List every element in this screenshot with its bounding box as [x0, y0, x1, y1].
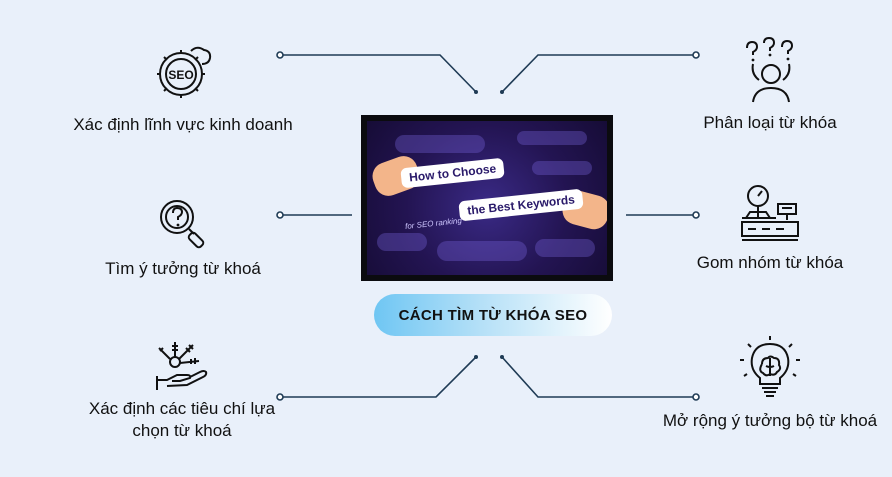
- center-title-text: CÁCH TÌM TỪ KHÓA SEO: [398, 306, 588, 324]
- hand-keys-icon: [60, 336, 304, 394]
- item-keyword-criteria: Xác định các tiêu chí lựa chọn từ khoá: [60, 336, 304, 442]
- item-business-field: SEO Xác định lĩnh vực kinh doanh: [50, 42, 316, 136]
- connector-left-bottom: [280, 356, 477, 398]
- item-expand-ideas: Mở rộng ý tưởng bộ từ khoá: [650, 336, 890, 432]
- thumbnail-artwork: How to Choose the Best Keywords for SEO …: [367, 121, 607, 275]
- center-thumbnail: How to Choose the Best Keywords for SEO …: [361, 115, 613, 281]
- thumbnail-title-line1: How to Choose: [400, 157, 506, 189]
- connector-right-top: [501, 54, 696, 93]
- item-label-line2: chọn từ khoá: [132, 421, 232, 440]
- confused-person-icon: [680, 36, 860, 104]
- scale-icon: [680, 182, 860, 246]
- lightbulb-brain-icon: [650, 336, 890, 400]
- center-title-badge: CÁCH TÌM TỪ KHÓA SEO: [374, 294, 612, 336]
- item-label-line1: Xác định các tiêu chí lựa: [88, 399, 276, 418]
- seo-gear-icon: SEO: [50, 42, 316, 104]
- connector-left-top: [280, 54, 477, 93]
- item-classify-keywords: Phân loại từ khóa: [680, 36, 860, 134]
- svg-text:SEO: SEO: [168, 68, 193, 82]
- magnifier-question-icon: [80, 196, 286, 250]
- connector-right-bottom: [501, 356, 696, 398]
- item-label: Phân loại từ khóa: [703, 113, 837, 132]
- item-label: Xác định lĩnh vực kinh doanh: [73, 115, 293, 134]
- thumbnail-note: for SEO ranking: [404, 216, 463, 231]
- item-label: Gom nhóm từ khóa: [696, 253, 844, 272]
- item-group-keywords: Gom nhóm từ khóa: [680, 182, 860, 274]
- item-label: Mở rộng ý tưởng bộ từ khoá: [662, 411, 878, 430]
- item-label: Tìm ý tưởng từ khoá: [105, 259, 261, 278]
- item-keyword-ideas: Tìm ý tưởng từ khoá: [80, 196, 286, 280]
